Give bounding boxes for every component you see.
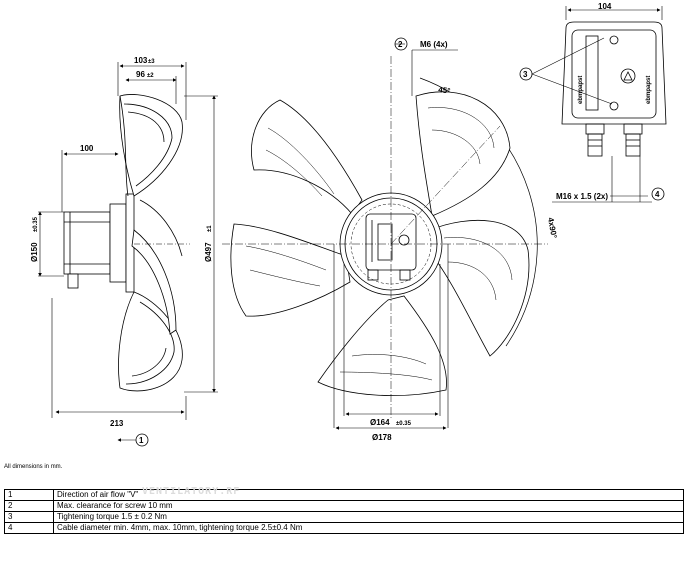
callout-1: 1 bbox=[139, 436, 144, 445]
tol-103: ±3 bbox=[148, 59, 155, 65]
legend-row: 1 Direction of air flow "V" bbox=[4, 489, 684, 501]
dim-103: 103 bbox=[134, 56, 148, 65]
legend-table: 1 Direction of air flow "V" 2 Max. clear… bbox=[4, 489, 684, 534]
dim-bolt-circle: Ø164 bbox=[370, 418, 390, 427]
technical-drawing: 213 100 103 ±3 96 ±2 Ø150 ±0.35 Ø497 ±1 … bbox=[30, 2, 667, 447]
callout-2: 2 bbox=[398, 40, 403, 49]
box-logo-left: ebmpapst bbox=[578, 76, 584, 104]
dim-fan-diameter: Ø497 bbox=[204, 242, 213, 262]
legend-text: Tightening torque 1.5 ± 0.2 Nm bbox=[53, 511, 684, 523]
legend-row: 4 Cable diameter min. 4mm, max. 10mm, ti… bbox=[4, 522, 684, 534]
angle-4x90: 4x90° bbox=[546, 217, 559, 239]
box-logo-right: ebmpapst bbox=[646, 76, 652, 104]
legend-row: 2 Max. clearance for screw 10 mm bbox=[4, 500, 684, 512]
front-view bbox=[222, 37, 548, 430]
dim-flange-diameter: Ø178 bbox=[372, 433, 392, 442]
legend-row: 3 Tightening torque 1.5 ± 0.2 Nm bbox=[4, 511, 684, 523]
tol-96: ±2 bbox=[147, 73, 154, 79]
side-view bbox=[38, 62, 218, 447]
legend-text: Cable diameter min. 4mm, max. 10mm, tigh… bbox=[53, 522, 684, 534]
tol-bolt-circle: ±0.35 bbox=[396, 421, 412, 427]
dimensions-note: All dimensions in mm. bbox=[4, 464, 63, 470]
dim-96: 96 bbox=[136, 70, 145, 79]
terminal-box-view bbox=[519, 6, 667, 203]
tol-hub-diameter: ±0.35 bbox=[33, 216, 39, 232]
watermark: VENTILATORY.RF bbox=[142, 486, 241, 497]
dim-overall-depth: 213 bbox=[110, 419, 124, 428]
legend-number: 3 bbox=[4, 511, 54, 523]
legend-text: Max. clearance for screw 10 mm bbox=[53, 500, 684, 512]
callout-3: 3 bbox=[523, 70, 528, 79]
dim-hub-diameter: Ø150 bbox=[30, 242, 39, 262]
legend-number: 4 bbox=[4, 522, 54, 534]
label-m16-gland: M16 x 1.5 (2x) bbox=[556, 192, 608, 201]
angle-45: 45° bbox=[438, 85, 451, 96]
dim-box-width: 104 bbox=[598, 2, 612, 11]
callout-4: 4 bbox=[655, 190, 660, 199]
label-m6: M6 (4x) bbox=[420, 40, 448, 49]
legend-number: 2 bbox=[4, 500, 54, 512]
tol-fan-diameter: ±1 bbox=[207, 225, 213, 232]
legend-number: 1 bbox=[4, 489, 54, 501]
dim-100: 100 bbox=[80, 144, 94, 153]
